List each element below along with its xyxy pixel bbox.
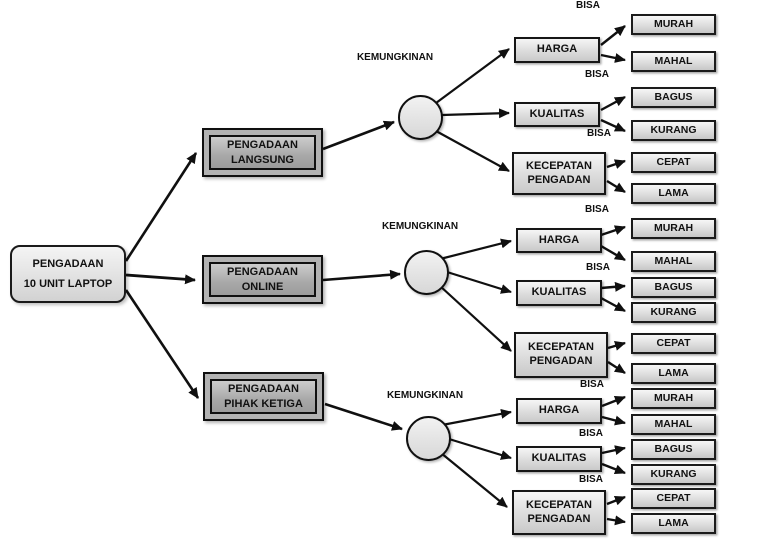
outcome-box-lama-3: LAMA bbox=[631, 513, 716, 534]
outcome-box-kurang-3: KURANG bbox=[631, 464, 716, 485]
outcome-box-murah-2: MURAH bbox=[631, 218, 716, 239]
outcome-box-mahal-1: MAHAL bbox=[631, 51, 716, 72]
outcome-box-bagus-1: BAGUS bbox=[631, 87, 716, 108]
branch-label-line1: PENGADAAN bbox=[228, 382, 299, 395]
root-node: PENGADAAN 10 UNIT LAPTOP bbox=[10, 245, 126, 303]
branch-label-line1: PENGADAAN bbox=[227, 138, 298, 151]
chance-label-3: KEMUNGKINAN bbox=[386, 390, 464, 401]
branch-label-line2: ONLINE bbox=[241, 280, 284, 293]
branch-box-pengadaan-pihak-ketiga: PENGADAAN PIHAK KETIGA bbox=[203, 372, 324, 421]
chance-node-circle-3 bbox=[406, 416, 451, 461]
bisa-label: BISA bbox=[580, 379, 604, 390]
category-box-kualitas-1: KUALITAS bbox=[514, 102, 600, 127]
branch-box-inner: PENGADAAN PIHAK KETIGA bbox=[210, 379, 317, 414]
category-box-harga-2: HARGA bbox=[516, 228, 602, 253]
outcome-box-kurang-1: KURANG bbox=[631, 120, 716, 141]
root-node-line1: PENGADAAN bbox=[32, 257, 104, 270]
root-node-line2: 10 UNIT LAPTOP bbox=[23, 277, 113, 290]
bisa-label: BISA bbox=[579, 428, 603, 439]
outcome-box-cepat-3: CEPAT bbox=[631, 488, 716, 509]
bisa-label: BISA bbox=[585, 204, 609, 215]
bisa-label: BISA bbox=[587, 128, 611, 139]
category-box-kecepatan-3: KECEPATAN PENGADAN bbox=[512, 490, 606, 535]
category-to-outcome-arrows bbox=[600, 25, 626, 526]
chance-node-circle-1 bbox=[398, 95, 443, 140]
outcome-box-lama-2: LAMA bbox=[631, 363, 716, 384]
category-box-harga-1: HARGA bbox=[514, 37, 600, 63]
category-box-kualitas-3: KUALITAS bbox=[516, 446, 602, 472]
category-box-harga-3: HARGA bbox=[516, 398, 602, 424]
outcome-box-murah-1: MURAH bbox=[631, 14, 716, 35]
branch-label-line2: PIHAK KETIGA bbox=[224, 397, 303, 410]
outcome-box-kurang-2: KURANG bbox=[631, 302, 716, 323]
branch-label-line1: PENGADAAN bbox=[227, 265, 298, 278]
chance-label-2: KEMUNGKINAN bbox=[381, 221, 459, 232]
outcome-box-mahal-3: MAHAL bbox=[631, 414, 716, 435]
bisa-label: BISA bbox=[576, 0, 600, 11]
category-box-kecepatan-2: KECEPATAN PENGADAN bbox=[514, 332, 608, 378]
outcome-box-mahal-2: MAHAL bbox=[631, 251, 716, 272]
outcome-box-bagus-2: BAGUS bbox=[631, 277, 716, 298]
outcome-box-murah-3: MURAH bbox=[631, 388, 716, 409]
outcome-box-cepat-1: CEPAT bbox=[631, 152, 716, 173]
outcome-box-lama-1: LAMA bbox=[631, 183, 716, 204]
category-box-kecepatan-1: KECEPATAN PENGADAN bbox=[512, 152, 606, 195]
chance-to-category-arrows bbox=[435, 48, 512, 508]
branch-label-line2: LANGSUNG bbox=[231, 153, 294, 166]
category-box-kualitas-2: KUALITAS bbox=[516, 280, 602, 306]
bisa-label: BISA bbox=[579, 474, 603, 485]
chance-node-circle-2 bbox=[404, 250, 449, 295]
branch-to-chance-arrows bbox=[322, 120, 403, 431]
branch-box-pengadaan-langsung: PENGADAAN LANGSUNG bbox=[202, 128, 323, 177]
outcome-box-bagus-3: BAGUS bbox=[631, 439, 716, 460]
bisa-label: BISA bbox=[586, 262, 610, 273]
root-to-branch-arrows bbox=[124, 152, 200, 399]
outcome-box-cepat-2: CEPAT bbox=[631, 333, 716, 354]
branch-box-inner: PENGADAAN ONLINE bbox=[209, 262, 316, 297]
bisa-label: BISA bbox=[585, 69, 609, 80]
branch-box-pengadaan-online: PENGADAAN ONLINE bbox=[202, 255, 323, 304]
branch-box-inner: PENGADAAN LANGSUNG bbox=[209, 135, 316, 170]
chance-label-1: KEMUNGKINAN bbox=[356, 52, 434, 63]
